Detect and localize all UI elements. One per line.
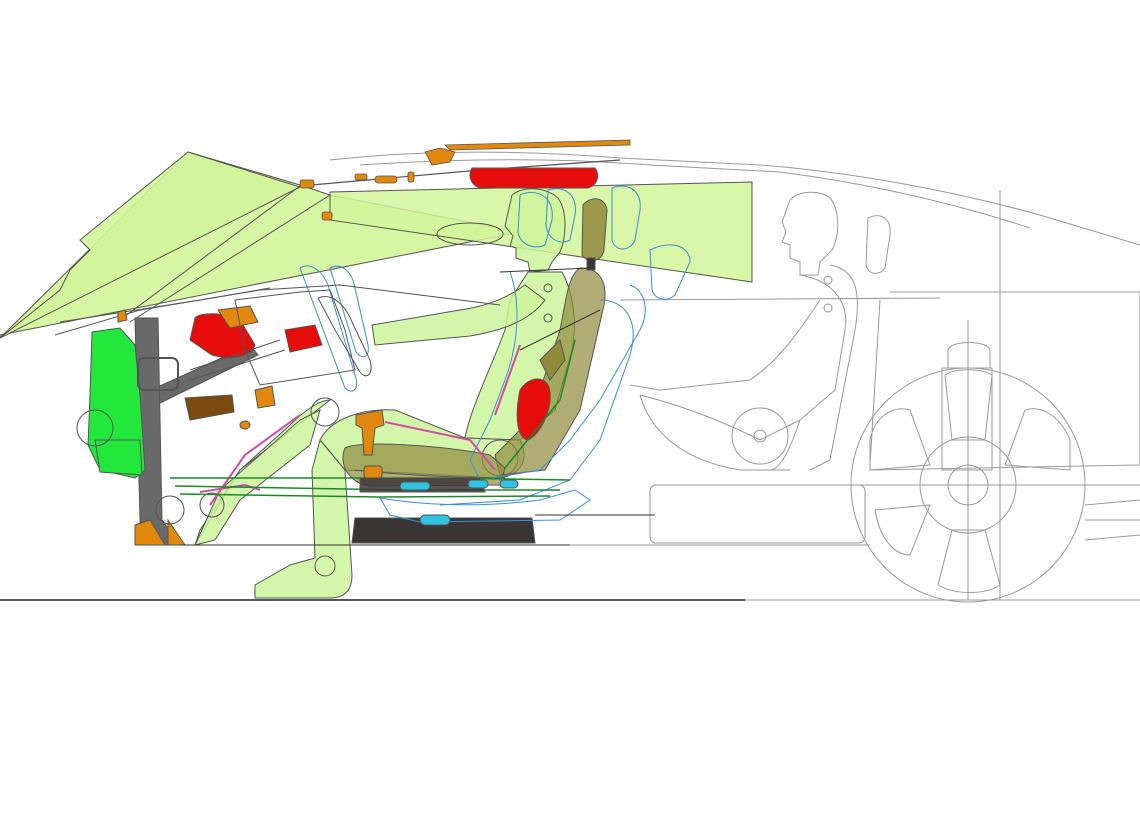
blue-torso (469, 271, 646, 481)
blue-headrest-1 (611, 185, 641, 250)
pedal-box-lower (94, 439, 143, 476)
blue-seatback (439, 299, 634, 506)
pink-upper (494, 344, 521, 416)
sun-visor (436, 222, 504, 246)
knee-joint (310, 397, 340, 427)
cyan-slider-1 (399, 481, 431, 491)
rear-compartment (869, 291, 1140, 471)
instrument-cluster-airbag (284, 324, 323, 353)
knee-bolster (184, 394, 235, 421)
overhead-bracket (424, 147, 456, 166)
seat-base (351, 517, 536, 544)
driver-seat (342, 198, 608, 544)
left-knee-joint (199, 492, 225, 518)
roof-inner-line (359, 159, 1031, 229)
rear-hip-point (753, 429, 767, 443)
ankle-joint (314, 555, 336, 577)
blue-steering-2 (329, 265, 369, 358)
seat-lever (355, 409, 385, 456)
sill-panel (649, 484, 866, 544)
front-structure (54, 185, 501, 546)
windshield-pillar (119, 185, 301, 321)
blue-steering-1 (299, 265, 358, 392)
rear-seat-cushion (639, 394, 790, 471)
rear-shoulder-point (823, 275, 833, 285)
rear-occupant-leg (639, 394, 801, 471)
blue-head-1 (517, 191, 553, 248)
column-bracket (137, 357, 179, 391)
wheel-spoke-right (1004, 408, 1071, 471)
steering-wheel (189, 296, 372, 381)
belt-line (504, 339, 576, 469)
reference-vehicle-outline (329, 151, 1140, 603)
floor-pivot (155, 495, 185, 525)
rail-line-3 (179, 493, 551, 498)
overhead-light-1 (374, 175, 398, 184)
mirror-bracket (299, 179, 315, 189)
rear-occupant-arm (629, 299, 821, 391)
rear-seat-back (809, 264, 858, 471)
occupant-lower-leg (254, 438, 353, 599)
seat-adjuster (363, 465, 383, 479)
torso-point (543, 313, 553, 323)
cyan-components (399, 479, 519, 526)
pink-floor (199, 483, 261, 493)
instrument-panel-frame (234, 289, 356, 386)
occupant-upper-arm (371, 284, 546, 346)
blue-headrest-2 (649, 244, 691, 300)
rear-body-line (1084, 499, 1140, 521)
roof-line (329, 151, 1140, 246)
headrest-post (586, 257, 596, 271)
rear-hip-joint (731, 407, 789, 465)
cyan-slider-4 (499, 479, 519, 489)
forward-vision-zone (0, 151, 302, 339)
torso-ref-line (519, 309, 601, 351)
wheel-spoke-left (869, 408, 931, 471)
blue-cushion (379, 489, 591, 523)
pedal-pivot (76, 409, 114, 447)
wheel-spoke-bottom (937, 529, 1001, 593)
windshield-pillar-inner (129, 194, 331, 323)
rear-damper-cap (947, 342, 991, 369)
shoulder-point (543, 283, 553, 293)
dash-bracket-2 (254, 385, 276, 409)
side-airbag (516, 378, 551, 441)
sunroof-airbag (469, 167, 599, 189)
rear-occupant-torso (759, 274, 847, 441)
steering-column-lines (189, 339, 286, 381)
headliner-trim (444, 139, 631, 151)
wheel-spoke-lower-left (874, 504, 931, 556)
floor-bracket (167, 518, 186, 546)
rear-headrest (865, 215, 891, 274)
rear-door-line (869, 299, 881, 466)
overhead-light-3 (354, 173, 368, 181)
cyan-slider-2 (467, 479, 489, 489)
lumbar-support (539, 339, 566, 381)
rear-neck-point (823, 303, 833, 313)
pink-seat-frame (384, 421, 496, 471)
beltline (619, 297, 941, 301)
alternate-positions (299, 185, 691, 523)
blue-head-2 (545, 188, 576, 243)
headrest (581, 198, 608, 262)
wheel-spoke-top (944, 369, 993, 441)
brake-bracket (134, 519, 166, 546)
occupant-head (504, 188, 566, 273)
rear-occupant-head (781, 191, 839, 276)
dash-bracket-3 (239, 420, 251, 430)
steering-wheel-rim (317, 296, 372, 377)
reference-lines (180, 267, 655, 546)
dashboard-upper (59, 287, 271, 323)
cyan-slider-3 (419, 514, 451, 526)
headrest-ref-line (499, 267, 591, 273)
headlight-bracket (117, 309, 128, 323)
overhead-light-2 (407, 171, 415, 183)
pink-linkage (199, 344, 521, 506)
visor-clip (321, 211, 333, 221)
underbody-line (560, 534, 1140, 546)
